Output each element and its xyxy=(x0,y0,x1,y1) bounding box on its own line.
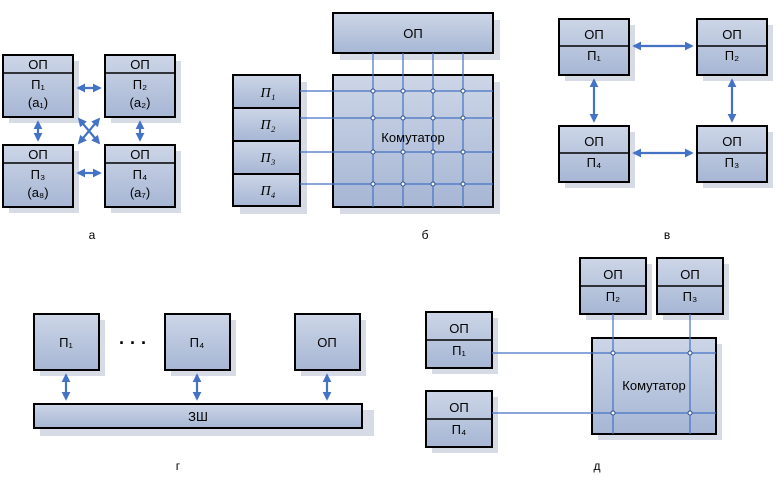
memory-label: ОП xyxy=(403,26,422,41)
memory-label: ОП xyxy=(584,27,603,42)
commutator-b: Комутатор xyxy=(300,53,494,208)
caption-a: а xyxy=(89,228,96,242)
processor-stack-b: П₁ П₂ П₃ П₄ xyxy=(232,74,301,207)
commutator-d: Комутатор xyxy=(492,314,717,435)
node-d-p1: ОП П₁ xyxy=(425,311,493,369)
node-a-p4: ОП П₄ (a₇) xyxy=(104,144,176,208)
node-v-p4: ОП П₄ xyxy=(558,125,630,183)
node-a-p1: ОП П₁ (a₁) xyxy=(2,54,74,118)
bus-label: ЗШ xyxy=(188,409,208,424)
processor-label: П₄ xyxy=(133,167,148,182)
node-d-p4: ОП П₄ xyxy=(425,390,493,448)
caption-g: г xyxy=(176,459,181,473)
crosspoints xyxy=(370,88,466,187)
diagram-g: П₁ · · · П₄ ОП ЗШ г xyxy=(33,313,374,473)
diagram-d: ОП П₂ ОП П₃ ОП П₁ ОП П₄ xyxy=(425,257,729,473)
diagram-a: ОП П₁ (a₁) ОП П₂ (a₂) ОП П₃ (a₈) ОП П₄ (… xyxy=(2,54,181,242)
processor-label: П₁ xyxy=(59,335,73,350)
processor-label: П₁ xyxy=(260,86,276,101)
param-label: (a₈) xyxy=(27,185,48,200)
link-arrow xyxy=(77,117,101,145)
memory-label: ОП xyxy=(449,400,468,415)
memory-label: ОП xyxy=(722,27,741,42)
commutator-label: Комутатор xyxy=(622,378,685,393)
memory-label: ОП xyxy=(317,335,336,350)
memory-label: ОП xyxy=(28,57,47,72)
node-d-p2: ОП П₂ xyxy=(579,257,647,315)
ellipsis: · · · xyxy=(119,333,147,353)
memory-label: ОП xyxy=(449,321,468,336)
processor-label: П₁ xyxy=(31,77,45,92)
param-label: (a₁) xyxy=(28,95,48,110)
processor-label: П₂ xyxy=(725,48,739,63)
bus-g: ЗШ xyxy=(33,403,363,429)
memory-label: ОП xyxy=(722,134,741,149)
param-label: (a₂) xyxy=(130,95,151,110)
processor-g-p1: П₁ xyxy=(33,313,100,371)
processor-g-p4: П₄ xyxy=(164,313,231,371)
memory-label: ОП xyxy=(584,134,603,149)
node-a-p3: ОП П₃ (a₈) xyxy=(2,144,74,208)
memory-label: ОП xyxy=(130,57,149,72)
memory-label: ОП xyxy=(130,147,149,162)
memory-label: ОП xyxy=(603,267,622,282)
processor-label: П₁ xyxy=(452,343,466,358)
diagram-b: ОП П₁ П₂ П₃ П₄ Комутатор xyxy=(232,12,500,242)
diagram-v: ОП П₁ ОП П₂ ОП П₄ ОП П₃ в xyxy=(558,18,773,242)
processor-label: П₄ xyxy=(190,335,205,350)
node-d-p3: ОП П₃ xyxy=(656,257,724,315)
caption-d: д xyxy=(593,459,600,473)
node-v-p1: ОП П₁ xyxy=(558,18,630,76)
processor-label: П₃ xyxy=(31,167,46,182)
processor-label: П₃ xyxy=(683,289,698,304)
processor-label: П₄ xyxy=(587,155,602,170)
memory-block-b: ОП xyxy=(332,12,494,54)
caption-v: в xyxy=(664,228,670,242)
node-v-p2: ОП П₂ xyxy=(696,18,768,76)
memory-label: ОП xyxy=(680,267,699,282)
processor-label: П₄ xyxy=(260,184,276,199)
processor-label: П₂ xyxy=(260,118,276,133)
processor-label: П₁ xyxy=(587,48,601,63)
node-v-p3: ОП П₃ xyxy=(696,125,768,183)
node-a-p2: ОП П₂ (a₂) xyxy=(104,54,176,118)
commutator-label: Комутатор xyxy=(381,130,444,145)
processor-label: П₂ xyxy=(133,77,147,92)
processor-label: П₃ xyxy=(725,155,740,170)
memory-g: ОП xyxy=(294,313,361,371)
processor-label: П₃ xyxy=(260,151,276,166)
param-label: (a₇) xyxy=(130,185,150,200)
processor-label: П₄ xyxy=(452,422,467,437)
memory-label: ОП xyxy=(28,147,47,162)
caption-b: б xyxy=(422,228,429,242)
processor-label: П₂ xyxy=(606,289,620,304)
